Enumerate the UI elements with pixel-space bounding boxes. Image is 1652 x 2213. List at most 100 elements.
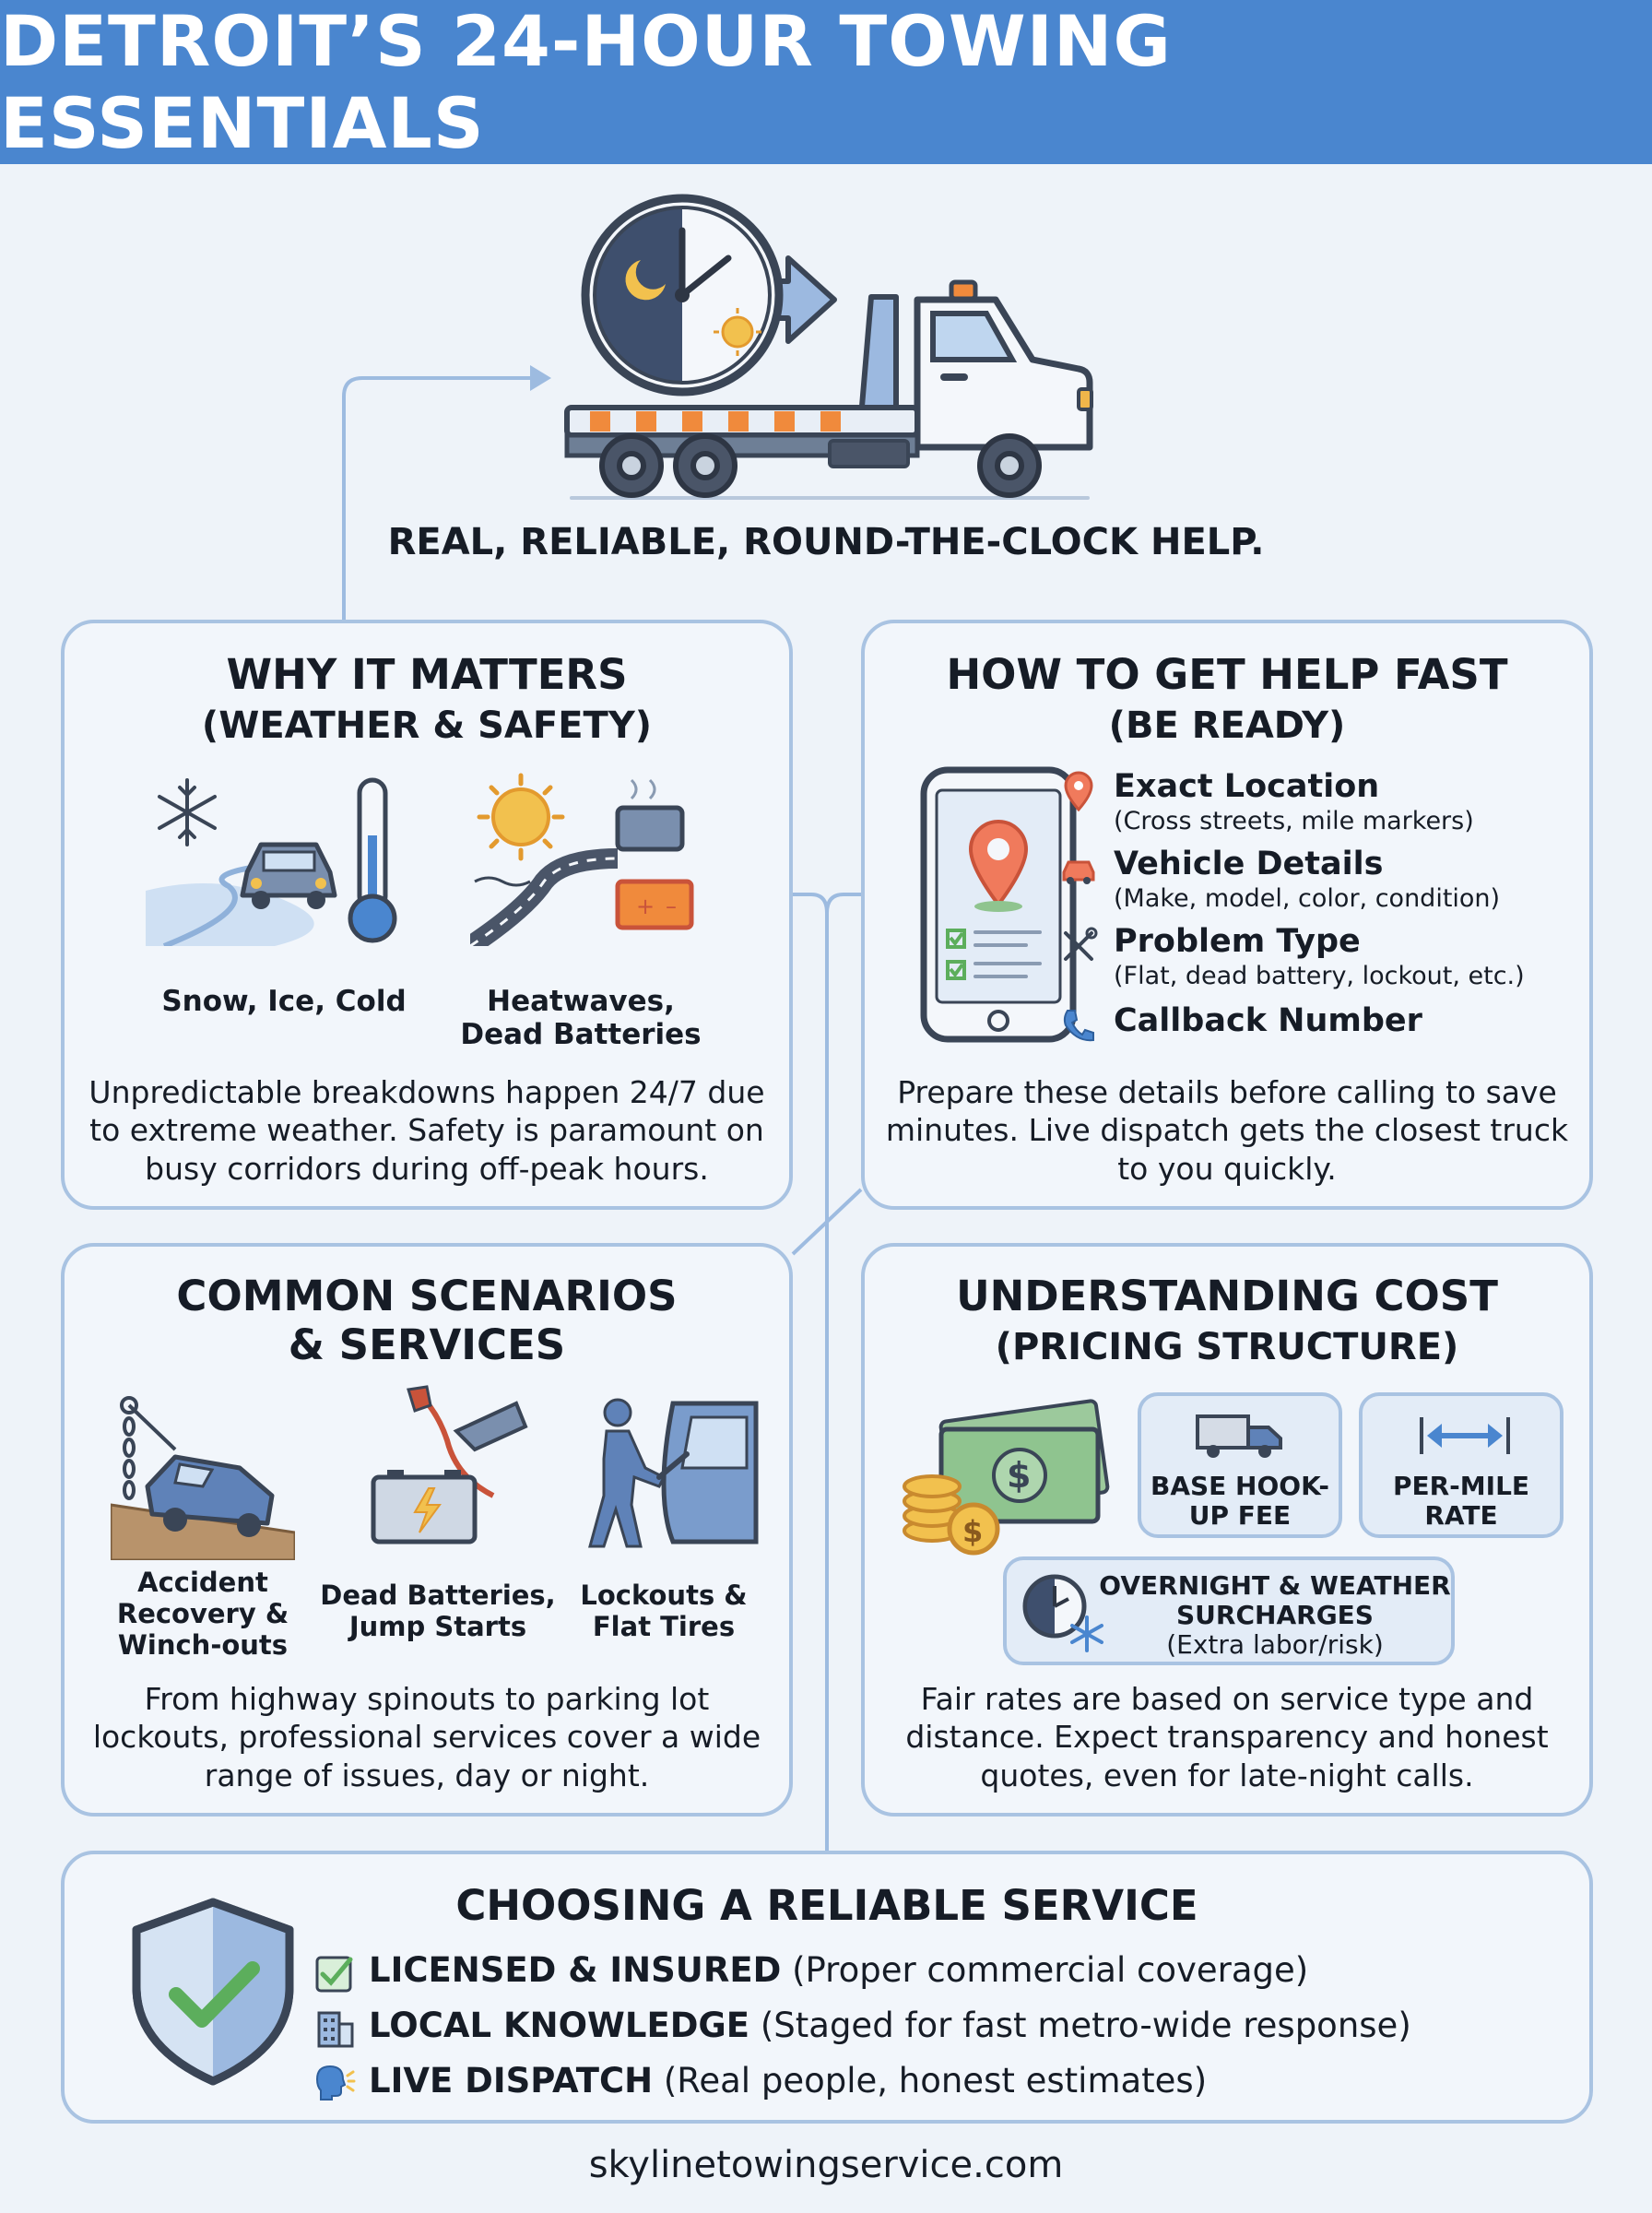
money-cash-coins-icon: $ $ (903, 1399, 1110, 1556)
mile-line2: RATE (1424, 1500, 1498, 1532)
svg-text:+: + (636, 893, 655, 919)
help-item-location: Exact Location (Cross streets, mile mark… (1064, 768, 1474, 836)
choose-row-dispatch: LIVE DISPATCH (Real people, honest estim… (315, 2061, 1208, 2101)
cap-heatwaves: Heatwaves, Dead Batteries (442, 985, 719, 1052)
snow-ice-cold-icon (146, 777, 397, 946)
help-item-location-title: Exact Location (1114, 768, 1380, 805)
building-icon (317, 2011, 354, 2048)
base-hookup-fee-pill: BASE HOOK- UP FEE (1138, 1392, 1342, 1538)
choosing-reliable-service-card: CHOOSING A RELIABLE SERVICE LICENSED & I… (61, 1851, 1593, 2124)
smartphone-map-icon (920, 766, 1077, 1043)
common-description: From highway spinouts to parking lot loc… (83, 1680, 771, 1794)
cost-desc-line2: distance. Expect transparency and honest (905, 1719, 1549, 1756)
surcharges-label: OVERNIGHT & WEATHER SURCHARGES (Extra la… (1053, 1570, 1497, 1661)
why-title-line1: WHY IT MATTERS (226, 650, 628, 699)
help-item-callback: Callback Number (1063, 1003, 1422, 1042)
why-title-line2: (WEATHER & SAFETY) (201, 704, 653, 747)
cap-dead-batteries: Dead Batteries, Jump Starts (318, 1580, 558, 1643)
why-desc-line3: busy corridors during off-peak hours. (145, 1150, 709, 1187)
choose-row-licensed-bold: LICENSED & INSURED (369, 1950, 782, 1990)
choose-row-local-rest: (Staged for fast metro-wide response) (749, 2006, 1411, 2045)
mile-line1: PER-MILE (1392, 1471, 1530, 1501)
help-item-vehicle: Vehicle Details (Make, model, color, con… (1062, 846, 1501, 914)
choose-row-licensed: LICENSED & INSURED (Proper commercial co… (315, 1950, 1308, 1993)
heat-dead-battery-icon: + – (470, 773, 694, 946)
how-title-line1: HOW TO GET HELP FAST (946, 650, 1508, 699)
cap-accident-line2: Recovery & (116, 1597, 289, 1629)
why-it-matters-card: WHY IT MATTERS (WEATHER & SAFETY) + (61, 620, 793, 1210)
location-pin-icon (1064, 771, 1093, 811)
choose-row-dispatch-rest: (Real people, honest estimates) (653, 2061, 1208, 2101)
help-item-problem-title: Problem Type (1114, 923, 1361, 960)
per-mile-rate-pill: PER-MILE RATE (1359, 1392, 1564, 1538)
cost-description: Fair rates are based on service type and… (883, 1680, 1571, 1794)
how-desc-line2: minutes. Live dispatch gets the closest … (885, 1112, 1569, 1149)
cap-battery-line2: Jump Starts (348, 1610, 527, 1642)
cap-heatwaves-line1: Heatwaves, (487, 985, 675, 1018)
help-item-location-sub: (Cross streets, mile markers) (1114, 806, 1474, 835)
cap-accident-line3: Winch-outs (117, 1628, 289, 1661)
choose-title: CHOOSING A RELIABLE SERVICE (455, 1881, 1198, 1930)
cap-heatwaves-line2: Dead Batteries (460, 1018, 702, 1052)
accident-winch-icon (111, 1396, 295, 1560)
svg-text:–: – (666, 893, 677, 919)
help-item-problem-sub: (Flat, dead battery, lockout, etc.) (1114, 961, 1525, 990)
surcharge-line2: SURCHARGES (1176, 1600, 1374, 1631)
how-title-line2: (BE READY) (1108, 704, 1346, 747)
svg-text:$: $ (1007, 1455, 1031, 1496)
checkbox-icon (315, 1956, 353, 1993)
how-desc-line1: Prepare these details before calling to … (897, 1074, 1557, 1110)
why-desc-line1: Unpredictable breakdowns happen 24/7 due (88, 1074, 765, 1110)
choose-row-local-bold: LOCAL KNOWLEDGE (369, 2006, 750, 2045)
common-title-line1: COMMON SCENARIOS (176, 1272, 678, 1320)
common-desc-line3: range of issues, day or night. (204, 1757, 650, 1793)
tools-icon (1064, 927, 1098, 961)
help-item-vehicle-title: Vehicle Details (1114, 846, 1384, 882)
lockout-flat-tire-icon (588, 1398, 759, 1548)
why-description: Unpredictable breakdowns happen 24/7 due… (83, 1073, 771, 1188)
common-desc-line2: lockouts, professional services cover a … (92, 1719, 761, 1756)
choose-row-local: LOCAL KNOWLEDGE (Staged for fast metro-w… (317, 2006, 1411, 2048)
truck-icon (1196, 1414, 1282, 1458)
why-title: WHY IT MATTERS (WEATHER & SAFETY) (65, 650, 789, 748)
help-item-vehicle-sub: (Make, model, color, condition) (1114, 883, 1501, 913)
phone-icon (1063, 1010, 1094, 1042)
cap-lockouts: Lockouts & Flat Tires (562, 1580, 765, 1643)
speaking-head-icon (315, 2065, 356, 2101)
how-description: Prepare these details before calling to … (883, 1073, 1571, 1188)
choose-row-dispatch-bold: LIVE DISPATCH (369, 2061, 654, 2101)
surcharge-line1: OVERNIGHT & WEATHER (1099, 1570, 1451, 1601)
help-item-problem: Problem Type (Flat, dead battery, lockou… (1064, 923, 1525, 991)
jump-start-battery-icon (371, 1385, 528, 1544)
how-title: HOW TO GET HELP FAST (BE READY) (865, 650, 1589, 748)
base-hookup-fee-label: BASE HOOK- UP FEE (1141, 1471, 1339, 1532)
common-title: COMMON SCENARIOS & SERVICES (65, 1272, 789, 1369)
base-line2: UP FEE (1188, 1500, 1292, 1532)
car-icon (1062, 860, 1095, 884)
cap-accident-recovery: Accident Recovery & Winch-outs (101, 1567, 304, 1662)
clock-snowflake-icon (1022, 1574, 1103, 1652)
common-desc-line1: From highway spinouts to parking lot (144, 1681, 710, 1717)
cap-snow-ice-cold: Snow, Ice, Cold (161, 985, 407, 1018)
footer-website-url: skylinetowingservice.com (588, 2144, 1064, 2186)
cap-lockout-line1: Lockouts & (580, 1580, 748, 1611)
page-title: DETROIT’S 24-HOUR TOWING ESSENTIALS (0, 0, 1172, 164)
surcharge-sub: (Extra labor/risk) (1166, 1629, 1384, 1661)
tow-truck-clock-illustration (564, 194, 1093, 500)
cap-accident-line1: Accident (137, 1567, 268, 1598)
distance-arrows-icon (1420, 1417, 1510, 1454)
shield-check-icon (132, 1898, 294, 2086)
understanding-cost-card: UNDERSTANDING COST (PRICING STRUCTURE) $… (861, 1243, 1593, 1817)
cost-desc-line3: quotes, even for late-night calls. (980, 1757, 1474, 1793)
per-mile-rate-label: PER-MILE RATE (1363, 1471, 1560, 1532)
common-title-line2: & SERVICES (288, 1320, 566, 1369)
hero-tagline: REAL, RELIABLE, ROUND-THE-CLOCK HELP. (387, 521, 1265, 563)
cost-desc-line1: Fair rates are based on service type and (920, 1681, 1534, 1717)
svg-text:$: $ (962, 1514, 983, 1549)
cap-lockout-line2: Flat Tires (592, 1610, 736, 1642)
cost-title-line1: UNDERSTANDING COST (956, 1272, 1498, 1320)
how-to-get-help-card: HOW TO GET HELP FAST (BE READY) Exact Lo… (861, 620, 1593, 1210)
cost-title-line2: (PRICING STRUCTURE) (995, 1325, 1459, 1368)
overnight-weather-surcharges-pill: OVERNIGHT & WEATHER SURCHARGES (Extra la… (1003, 1556, 1455, 1665)
why-desc-line2: to extreme weather. Safety is paramount … (89, 1112, 764, 1149)
